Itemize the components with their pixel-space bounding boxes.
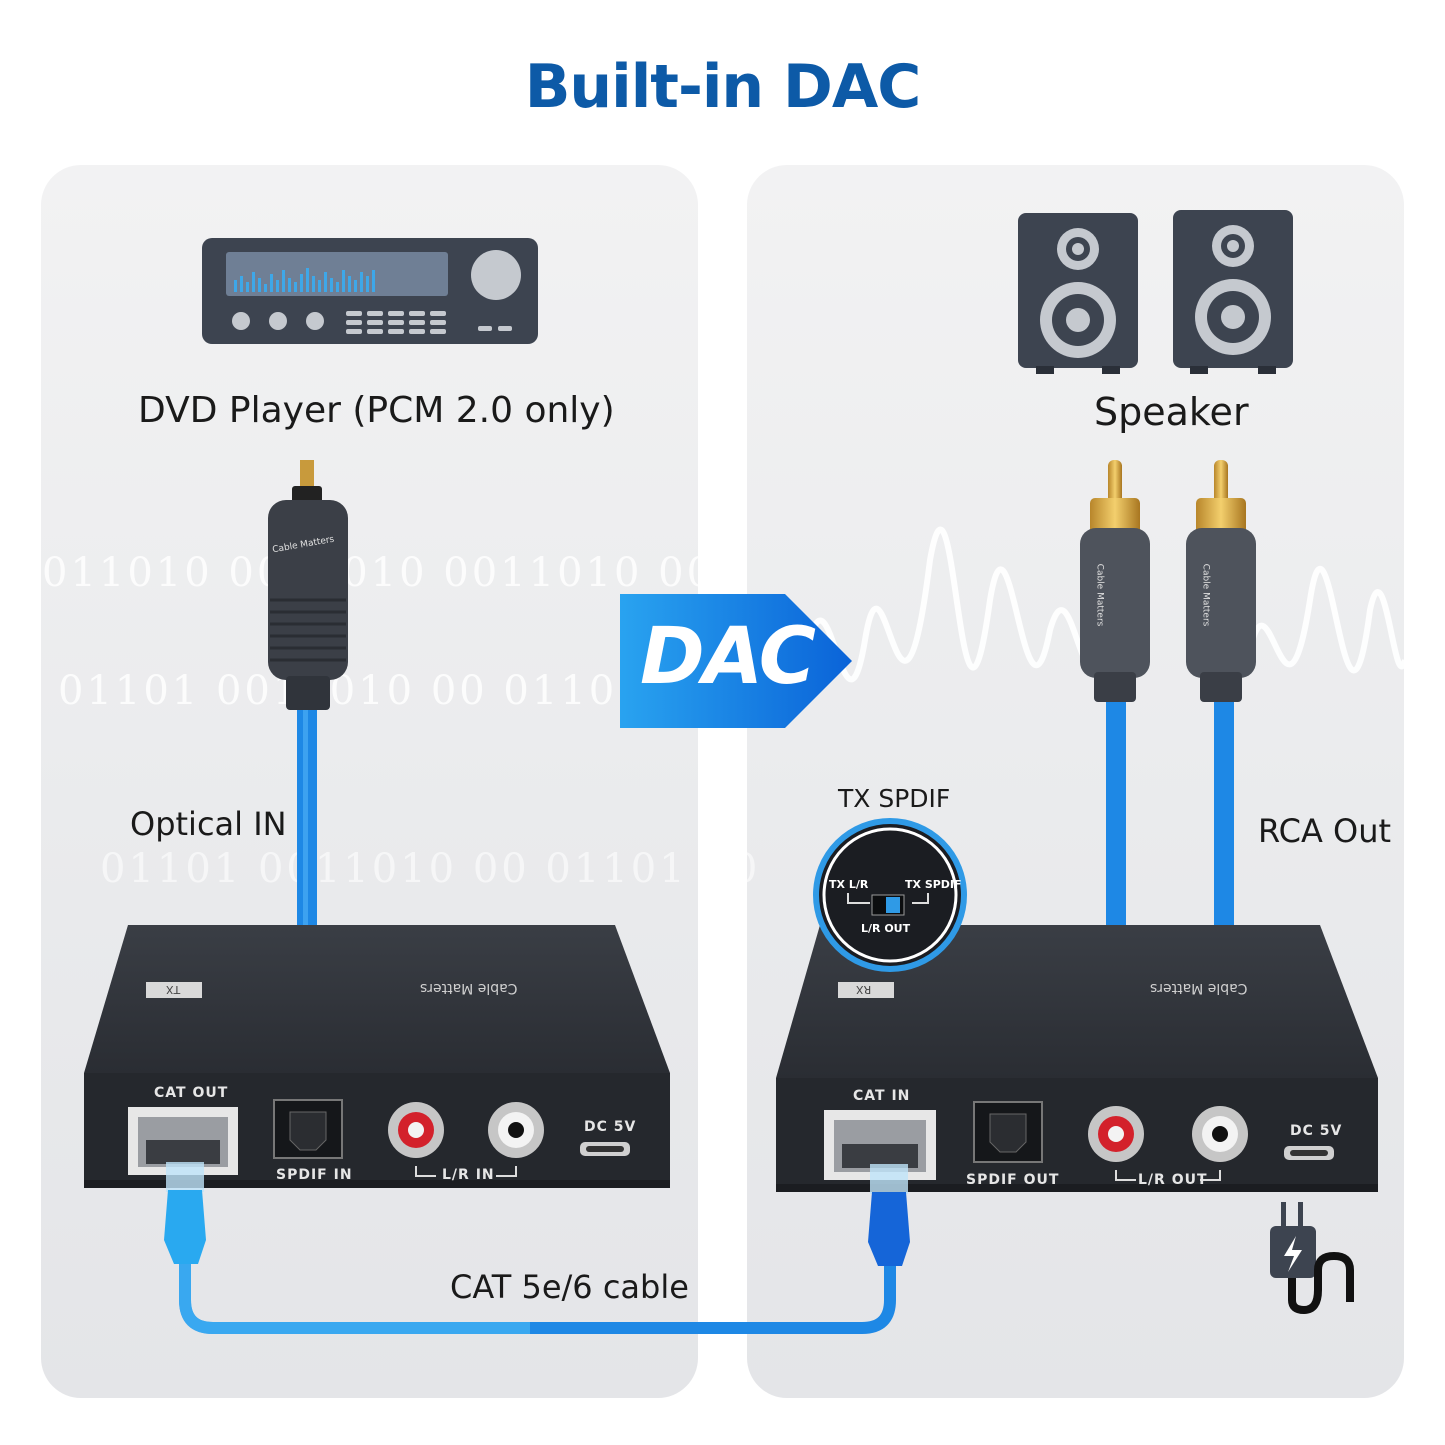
rx-brand: Cable Matters bbox=[1150, 980, 1248, 996]
speaker-label: Speaker bbox=[1094, 390, 1249, 434]
switch-right-label: TX SPDIF bbox=[905, 878, 962, 891]
ethernet-cable bbox=[164, 1162, 910, 1334]
dac-badge-label: DAC bbox=[640, 612, 816, 702]
speaker-icon bbox=[1173, 210, 1293, 374]
rca-left-cable-brand: Cable Matters bbox=[1094, 563, 1105, 627]
optical-in-label: Optical IN bbox=[130, 805, 287, 843]
tx-brand: Cable Matters bbox=[420, 980, 518, 996]
page-title: Built-in DAC bbox=[524, 52, 922, 122]
rx-cat-in-label: CAT IN bbox=[853, 1088, 911, 1104]
cat-cable-label: CAT 5e/6 cable bbox=[450, 1268, 689, 1306]
rx-dc-label: DC 5V bbox=[1290, 1123, 1343, 1139]
dvd-player-label: DVD Player (PCM 2.0 only) bbox=[138, 390, 615, 431]
arrow-right-icon[interactable] bbox=[620, 594, 852, 728]
tx-spdif-in-label: SPDIF IN bbox=[276, 1167, 353, 1183]
rx-extender-box bbox=[776, 925, 1378, 1192]
rx-tag: RX bbox=[856, 983, 872, 996]
rx-panel bbox=[747, 165, 1404, 1398]
tx-extender-box bbox=[84, 925, 670, 1188]
switch-bottom-label: L/R OUT bbox=[861, 922, 911, 935]
tx-spdif-callout-label: TX SPDIF bbox=[838, 784, 951, 813]
rca-right-cable-brand: Cable Matters bbox=[1200, 563, 1211, 627]
rx-spdif-out-label: SPDIF OUT bbox=[966, 1172, 1060, 1188]
tx-lr-in-label: L/R IN bbox=[442, 1167, 495, 1183]
rca-out-label: RCA Out bbox=[1258, 812, 1392, 850]
binary-row-3: 01101 0011010 00 01101 00 bbox=[100, 846, 761, 892]
tx-panel bbox=[41, 165, 698, 1398]
switch-callout bbox=[813, 818, 967, 972]
switch-left-label: TX L/R bbox=[829, 878, 869, 891]
binary-row-1: 011010 0011010 0011010 00 bbox=[42, 550, 716, 596]
rx-lr-out-label: L/R OUT bbox=[1138, 1172, 1208, 1188]
speaker-icon bbox=[1018, 213, 1138, 374]
dvd-player-icon bbox=[202, 238, 538, 344]
power-plug-icon bbox=[1270, 1202, 1354, 1315]
tx-tag: TX bbox=[166, 983, 181, 996]
waveform-decoration bbox=[757, 526, 1408, 683]
binary-row-2: 01101 0011010 00 01101 bbox=[58, 668, 646, 714]
tx-cat-out-label: CAT OUT bbox=[154, 1085, 229, 1101]
tx-dc-label: DC 5V bbox=[584, 1119, 637, 1135]
